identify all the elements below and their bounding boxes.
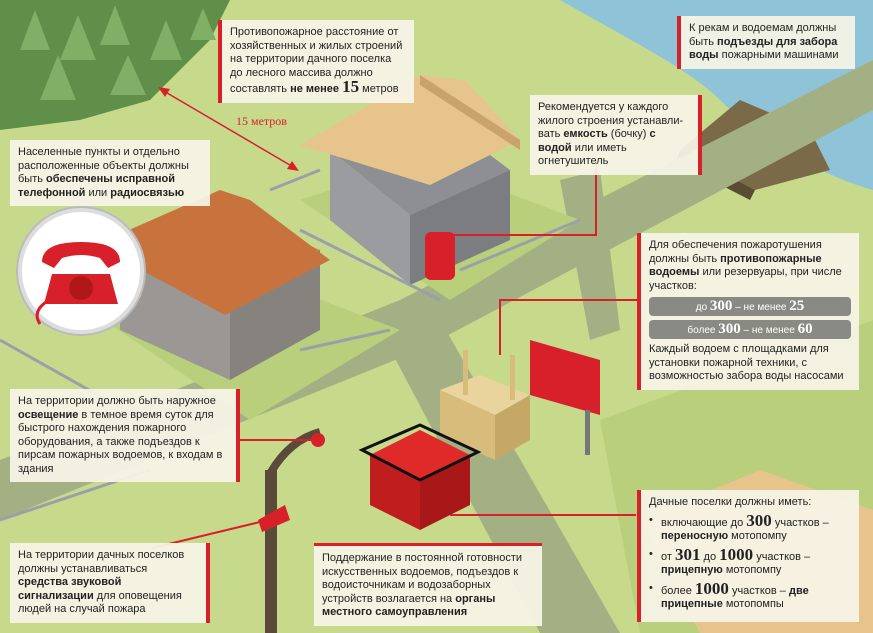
note-text: или резервуары, при числе участков: [649,266,842,292]
note-siren: На территории дачных поселков должны уст… [10,543,210,623]
well [440,350,530,460]
note-water-container: Рекомендуется у каждого жилого строения … [530,95,702,175]
note-text: К рекам и водоемам должны быть [689,22,837,48]
note-text: (бочку) [607,128,650,140]
reservoir-rule-1: до 300 – не менее 25 [649,297,851,316]
note-text: Населенные пункты и отдельно расположенн… [18,146,189,185]
note-bold: подъезды для забора воды [689,35,838,62]
water-barrel [425,232,455,280]
note-text: Каждый водоем с площадками для установки… [649,343,844,382]
lamp-post [258,428,325,633]
note-rivers: К рекам и водоемам должны быть подъезды … [677,16,855,69]
note-bold: емкость [563,128,608,140]
note-bold: с водой [538,128,656,154]
note-title: Дачные поселки должны иметь: [649,496,812,508]
note-lighting: На территории должно быть наружное освещ… [10,389,240,482]
fire-shield [530,340,600,455]
road-upper [560,170,620,340]
note-bold: радиосвязью [110,186,185,199]
distance-arrow [158,87,299,171]
note-text: в темное время суток для быстрого нахожд… [18,408,223,475]
list-item: более 1000 участков – две прицепные мото… [649,580,851,612]
note-text: Противопожарное расстояние от хозяйствен… [230,26,403,95]
note-bold: противопожарные водоемы [649,252,822,279]
note-reservoirs: Для обеспечения пожаротушения должны быт… [637,233,859,390]
forest-trees [20,5,216,100]
note-text: или иметь огнетушитель [538,141,627,168]
note-maintenance: Поддержание в постоянной готовности иску… [314,543,542,626]
note-text: пожарными машинами [718,49,839,61]
note-bold: обеспечены исправной телефонной [18,173,175,199]
distance-label: 15 метров [236,114,287,128]
note-bold: не менее [290,83,343,95]
telephone-icon [18,208,144,334]
note-bold: средства звуковой сигнализации [18,576,122,602]
note-forest-distance: Противопожарное расстояние от хозяйствен… [218,20,414,103]
note-communication: Населенные пункты и отдельно расположенн… [10,140,210,206]
note-text: для оповещения людей на случай пожара [18,589,182,616]
note-text: Для обеспечения пожаротушения должны быт… [649,239,822,265]
note-bold: освещение [18,408,79,421]
list-item: включающие до 300 участков – переносную … [649,512,851,544]
note-village-pumps: Дачные поселки должны иметь: включающие … [637,490,859,622]
motor-pump [358,423,482,530]
reservoir-rule-2: более 300 – не менее 60 [649,320,851,339]
note-text: На территории дачных поселков должны уст… [18,549,185,575]
note-text: Рекомендуется у каждого жилого строения … [538,101,684,140]
note-text: На территории должно быть наружное [18,395,216,407]
pump-requirements-list: включающие до 300 участков – переносную … [649,512,851,612]
note-text: Поддержание в постоянной готовности иску… [322,552,523,605]
list-item: от 301 до 1000 участков – прицепную мото… [649,546,851,578]
note-text: метров [359,83,399,95]
note-bold: органы местного самоуправления [322,592,496,619]
note-text: или [85,186,111,199]
house-front [95,190,330,380]
note-number: 15 [342,77,360,96]
